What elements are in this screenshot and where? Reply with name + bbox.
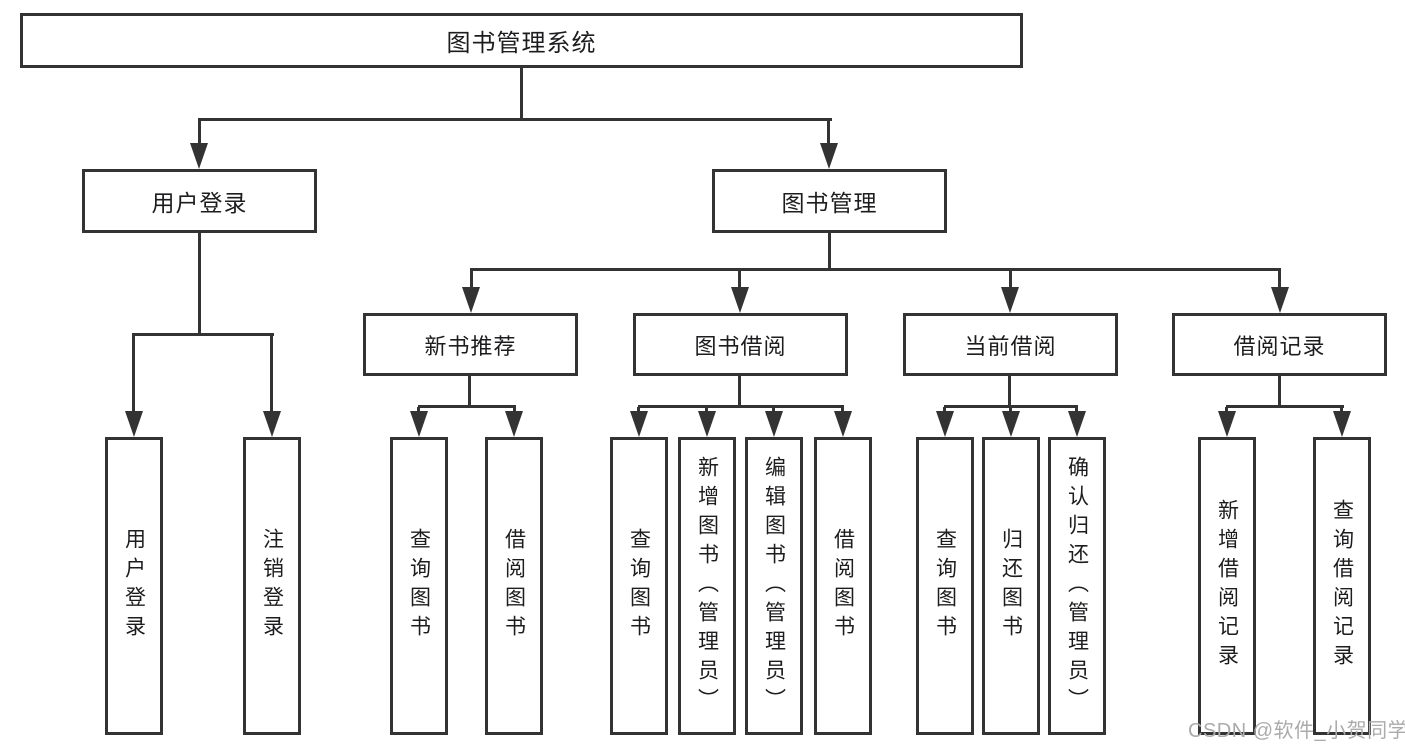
leaf-label: 借阅图书 (502, 528, 526, 644)
leaf-confirm-return-admin: 确认归还（管理员） (1048, 437, 1106, 735)
node-user-login: 用户登录 (82, 169, 317, 233)
arrowhead (936, 411, 954, 437)
arrowhead (698, 411, 716, 437)
arrowhead (1068, 411, 1086, 437)
leaf-add-borrow-record: 新增借阅记录 (1198, 437, 1256, 735)
stem-line (1008, 376, 1011, 407)
drop-line (470, 270, 473, 290)
arrowhead (410, 411, 428, 437)
leaf-user-login: 用户登录 (105, 437, 163, 735)
arrowhead (190, 143, 208, 169)
drop-line (132, 335, 135, 413)
node-book-management: 图书管理 (712, 169, 947, 233)
leaf-label: 新增借阅记录 (1215, 499, 1239, 673)
leaf-label: 借阅图书 (831, 528, 855, 644)
drop-line (827, 120, 830, 146)
stem-line (738, 376, 741, 407)
leaf-label: 新增图书（管理员） (695, 455, 719, 717)
node-borrow-record: 借阅记录 (1172, 313, 1387, 376)
branch-line (198, 118, 832, 121)
csdn-watermark: CSDN @软件_小贺同学 (1188, 720, 1405, 742)
leaf-label: 归还图书 (999, 528, 1023, 644)
branch-line (1226, 405, 1344, 408)
leaf-query-borrow-record: 查询借阅记录 (1313, 437, 1371, 735)
leaf-query-book-current: 查询图书 (916, 437, 974, 735)
arrowhead (1333, 411, 1351, 437)
drop-line (1009, 270, 1012, 290)
branch-line (470, 268, 1281, 271)
branch-line (638, 405, 844, 408)
leaf-add-book-admin: 新增图书（管理员） (678, 437, 736, 735)
arrowhead (1271, 287, 1289, 313)
drop-line (270, 335, 273, 413)
arrowhead (820, 143, 838, 169)
arrowhead (1218, 411, 1236, 437)
stem-line (468, 376, 471, 407)
arrowhead (1001, 287, 1019, 313)
drop-line (738, 270, 741, 290)
leaf-label: 查询图书 (933, 528, 957, 644)
node-new-book-recommend: 新书推荐 (363, 313, 578, 376)
drop-line (198, 120, 201, 146)
arrowhead (834, 411, 852, 437)
leaf-logout: 注销登录 (243, 437, 301, 735)
leaf-query-book-borrow: 查询图书 (610, 437, 668, 735)
drop-line (1278, 270, 1281, 290)
arrowhead (125, 411, 143, 437)
leaf-borrow-book-borrow: 借阅图书 (814, 437, 872, 735)
arrowhead (731, 287, 749, 313)
stem-line (198, 233, 201, 335)
node-root: 图书管理系统 (20, 13, 1023, 68)
leaf-borrow-book-new: 借阅图书 (485, 437, 543, 735)
arrowhead (263, 411, 281, 437)
branch-line (418, 405, 516, 408)
arrowhead (1002, 411, 1020, 437)
stem-line (520, 68, 523, 120)
node-current-borrow: 当前借阅 (903, 313, 1118, 376)
stem-line (1278, 376, 1281, 407)
leaf-label: 查询借阅记录 (1330, 499, 1354, 673)
node-book-borrow: 图书借阅 (633, 313, 848, 376)
stem-line (828, 233, 831, 270)
branch-line (944, 405, 1078, 408)
leaf-label: 查询图书 (407, 528, 431, 644)
arrowhead (462, 287, 480, 313)
leaf-label: 注销登录 (260, 528, 284, 644)
leaf-query-book-new: 查询图书 (390, 437, 448, 735)
leaf-label: 用户登录 (122, 528, 146, 644)
leaf-label: 编辑图书（管理员） (762, 455, 786, 717)
leaf-label: 确认归还（管理员） (1065, 455, 1089, 717)
leaf-return-book: 归还图书 (982, 437, 1040, 735)
branch-line (132, 333, 274, 336)
arrowhead (765, 411, 783, 437)
arrowhead (630, 411, 648, 437)
leaf-edit-book-admin: 编辑图书（管理员） (745, 437, 803, 735)
arrowhead (505, 411, 523, 437)
leaf-label: 查询图书 (627, 528, 651, 644)
